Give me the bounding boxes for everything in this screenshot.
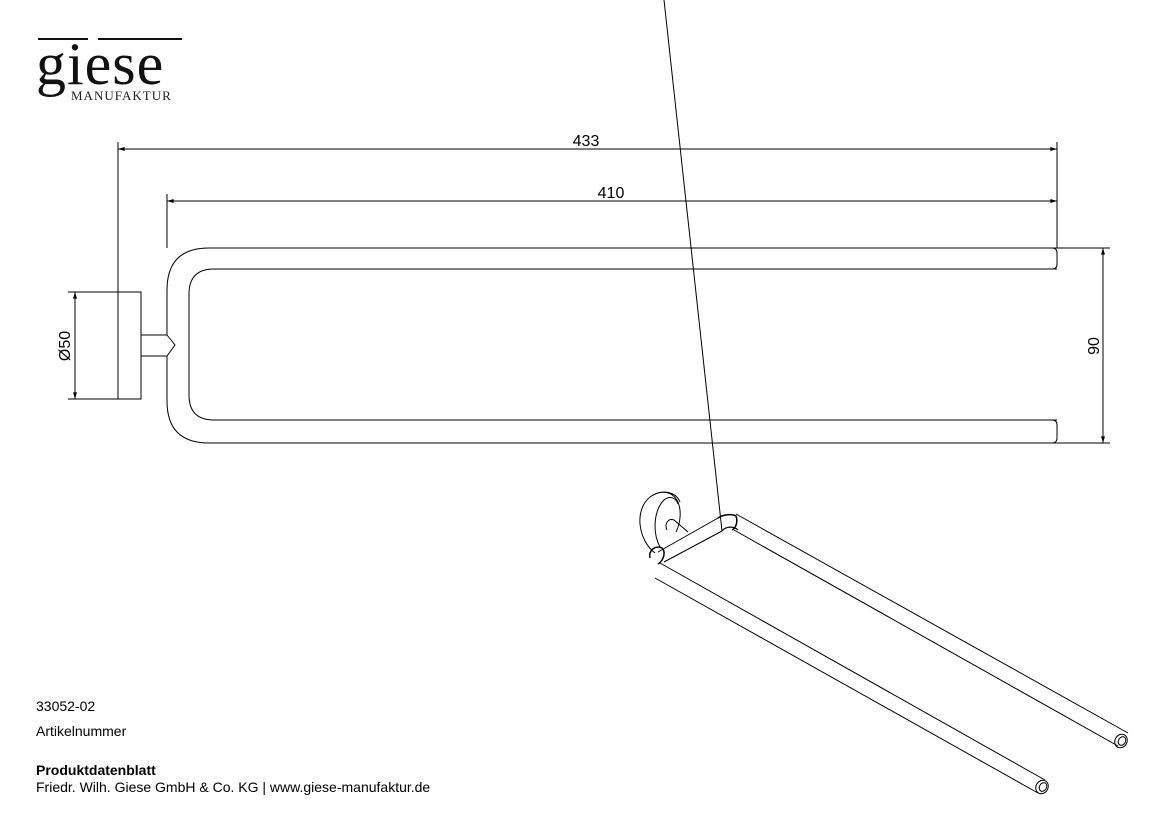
logo-rule-right bbox=[98, 38, 182, 40]
front-elevation-view bbox=[74, 247, 1058, 444]
iso-back-arm-bottom bbox=[733, 529, 1119, 747]
iso-end-cap-back bbox=[1114, 733, 1128, 749]
logo-rule-left bbox=[38, 38, 88, 40]
article-number-label: Artikelnummer bbox=[36, 723, 127, 739]
brand-logo: giese MANUFAKTUR bbox=[36, 34, 186, 104]
company-line: Friedr. Wilh. Giese GmbH & Co. KG | www.… bbox=[36, 779, 431, 795]
towel-bar-outer bbox=[166, 247, 1057, 444]
isometric-view bbox=[639, 0, 1129, 795]
iso-end-cap-front bbox=[1035, 779, 1049, 795]
dim-rosette-diameter: Ø50 bbox=[57, 331, 74, 361]
dim-bar-length: 410 bbox=[598, 185, 625, 202]
iso-rosette bbox=[639, 491, 681, 554]
towel-bar-inner bbox=[188, 268, 1057, 421]
dim-overall-length: 433 bbox=[573, 133, 600, 150]
article-number: 33052-02 bbox=[36, 698, 96, 714]
logo-wordmark: giese bbox=[36, 31, 165, 97]
dimension-lines bbox=[68, 142, 1110, 444]
iso-front-arm-bottom bbox=[654, 577, 1039, 794]
iso-back-arm-top bbox=[735, 513, 1129, 734]
dim-height: 90 bbox=[1086, 337, 1103, 355]
iso-front-arm-top bbox=[659, 562, 1046, 781]
rosette-outline bbox=[74, 291, 142, 400]
document-title: Produktdatenblatt bbox=[36, 762, 156, 778]
logo-subtitle: MANUFAKTUR bbox=[71, 88, 172, 103]
dimension-labels: 433 410 90 Ø50 bbox=[57, 133, 1103, 361]
